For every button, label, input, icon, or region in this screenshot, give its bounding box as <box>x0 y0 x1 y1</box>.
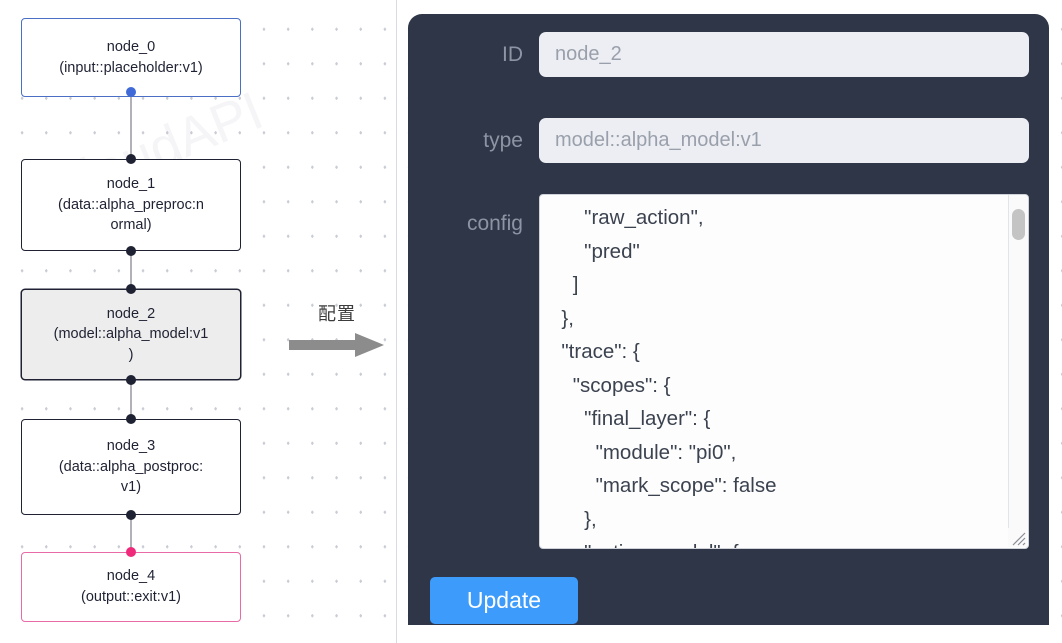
node-title: node_0 <box>106 38 156 55</box>
handle-node3-target[interactable] <box>126 414 136 424</box>
handle-node1-target[interactable] <box>126 154 136 164</box>
node-subtitle: (data::alpha_preproc:n ormal) <box>58 196 204 234</box>
edge-node0-node1 <box>130 90 132 162</box>
resize-handle-icon[interactable] <box>1008 528 1027 547</box>
node-title: node_2 <box>106 305 156 322</box>
field-row-id: ID node_2 <box>408 32 1049 77</box>
node-subtitle: (input::placeholder:v1) <box>59 59 203 76</box>
canvas-divider <box>396 0 397 643</box>
field-row-config: config "raw_action", "pred" ] }, "trace"… <box>408 194 1049 549</box>
handle-node4-target[interactable] <box>126 547 136 557</box>
field-row-type: type model::alpha_model:v1 <box>408 118 1049 163</box>
edge-node3-node4 <box>130 508 132 559</box>
config-textarea[interactable]: "raw_action", "pred" ] }, "trace": { "sc… <box>539 194 1029 549</box>
edge-node1-node2 <box>130 244 132 296</box>
node-subtitle: (model::alpha_model:v1 ) <box>53 326 209 363</box>
id-label: ID <box>502 42 523 66</box>
node-subtitle: (data::alpha_postproc: v1) <box>58 458 204 496</box>
type-input[interactable]: model::alpha_model:v1 <box>539 118 1029 163</box>
config-label: config <box>466 212 523 235</box>
graph-node-node_4[interactable]: node_4 (output::exit:v1) <box>21 552 241 622</box>
node-title: node_1 <box>106 176 156 193</box>
handle-node3-source[interactable] <box>126 510 136 520</box>
annotation-label: 配置 <box>318 304 356 325</box>
handle-node1-source[interactable] <box>126 246 136 256</box>
node-title: node_4 <box>106 568 156 585</box>
node-subtitle: (output::exit:v1) <box>81 589 181 605</box>
graph-node-node_2[interactable]: node_2 (model::alpha_model:v1 ) <box>21 289 241 380</box>
id-input[interactable]: node_2 <box>539 32 1029 77</box>
graph-node-node_0[interactable]: node_0 (input::placeholder:v1) <box>21 18 241 97</box>
edge-node2-node3 <box>130 373 132 426</box>
graph-node-node_1[interactable]: node_1 (data::alpha_preproc:n ormal) <box>21 159 241 251</box>
config-textarea-value[interactable]: "raw_action", "pred" ] }, "trace": { "sc… <box>561 206 777 548</box>
node-config-panel: ID node_2 type model::alpha_model:v1 con… <box>408 14 1049 625</box>
config-scrollbar[interactable] <box>1008 195 1028 531</box>
handle-node2-source[interactable] <box>126 375 136 385</box>
arrow-right-icon <box>289 332 385 363</box>
handle-node0-source[interactable] <box>126 87 136 97</box>
handle-node2-target[interactable] <box>126 284 136 294</box>
config-scrollbar-thumb[interactable] <box>1012 209 1025 240</box>
graph-node-node_3[interactable]: node_3 (data::alpha_postproc: v1) <box>21 419 241 515</box>
update-button[interactable]: Update <box>430 577 578 624</box>
node-title: node_3 <box>106 438 156 455</box>
annotation-arrow-group: 配置 <box>289 300 385 363</box>
type-label: type <box>483 128 523 152</box>
